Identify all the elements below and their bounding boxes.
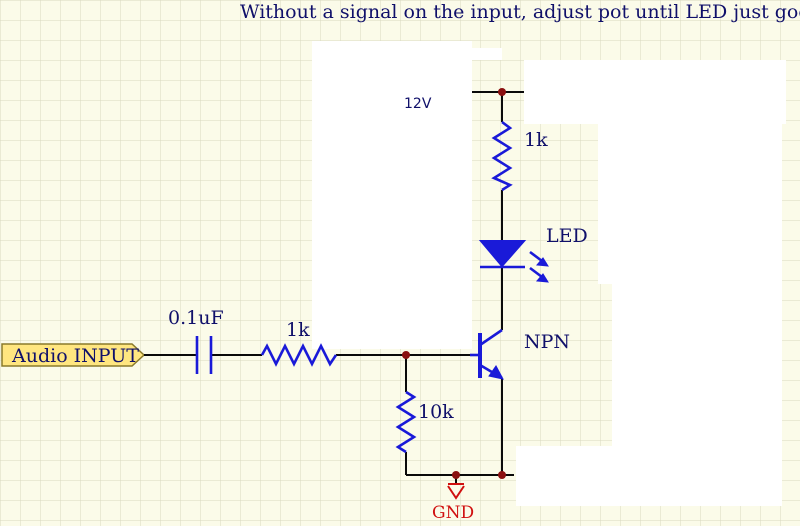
- junctions: [402, 88, 506, 479]
- led: LED: [478, 225, 588, 283]
- collector-resistor-label: 1k: [524, 129, 548, 151]
- collector-resistor: 1k: [491, 120, 548, 192]
- ground-label: GND: [432, 503, 474, 523]
- capacitor-label: 0.1uF: [168, 307, 224, 329]
- audio-input-port[interactable]: Audio INPUT: [1, 343, 146, 367]
- series-resistor-label: 1k: [286, 319, 310, 341]
- series-resistor: 1k: [260, 319, 338, 367]
- transistor-label: NPN: [524, 331, 570, 353]
- audio-input-label: Audio INPUT: [11, 345, 139, 367]
- capacitor: 0.1uF: [168, 307, 224, 374]
- instruction-text: Without a signal on the input, adjust po…: [240, 1, 800, 23]
- pot-label: 10k: [418, 401, 454, 423]
- npn-transistor: NPN: [470, 328, 570, 380]
- white-mask-areas: [312, 41, 786, 506]
- supply-label: 12V: [404, 96, 432, 112]
- ground-symbol: GND: [432, 483, 474, 523]
- led-label: LED: [546, 225, 588, 247]
- pot-resistor: 10k: [395, 390, 454, 454]
